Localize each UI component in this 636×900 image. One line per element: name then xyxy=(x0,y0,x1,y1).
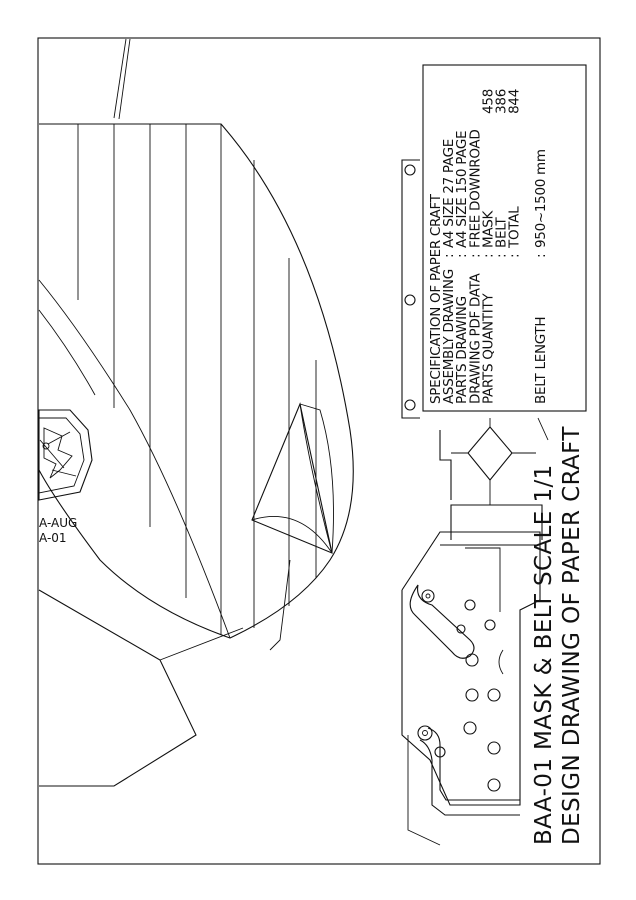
spec-row-label: BELT LENGTH xyxy=(533,317,549,404)
specification-frame xyxy=(422,64,587,412)
spec-row-value: BELT xyxy=(494,216,510,248)
spec-heading: SPECIFICATION OF PAPER CRAFT xyxy=(428,193,444,404)
spec-row-separator: : xyxy=(480,254,496,258)
emblem-code-line-2: A-01 xyxy=(39,531,67,545)
spec-row-label: ASSEMBLY DRAWING xyxy=(441,269,457,404)
emblem-code-line-1: A-AUG xyxy=(39,516,77,530)
mask-beak xyxy=(251,402,334,651)
spec-row-value: A4 SIZE 150 PAGE xyxy=(454,131,470,248)
spec-row-separator: : xyxy=(467,254,483,258)
spec-row-separator: : xyxy=(533,254,549,258)
spec-row-separator: : xyxy=(507,254,523,258)
spec-row-label: PARTS DRAWING xyxy=(454,296,470,404)
spec-row-number: 458 xyxy=(480,89,496,114)
mask-jaw-outline xyxy=(38,589,197,787)
spec-row-label: DRAWING PDF DATA xyxy=(467,272,483,404)
spec-row-number: 386 xyxy=(494,89,510,114)
spec-row-separator: : xyxy=(454,254,470,258)
belt-strap-end xyxy=(407,725,520,846)
mask-striped-dome xyxy=(38,123,354,639)
mask-drawing: A-AUG A-01 xyxy=(38,38,354,787)
specification-panel: SPECIFICATION OF PAPER CRAFT ASSEMBLY DR… xyxy=(422,64,587,412)
belt-drawing xyxy=(401,159,549,846)
belt-plate xyxy=(401,531,541,806)
spec-row-value: FREE DOWNROAD xyxy=(467,130,483,248)
belt-link-arm xyxy=(409,584,475,659)
spec-row-separator: : xyxy=(494,254,510,258)
spec-row-value: TOTAL xyxy=(507,206,523,249)
mask-emblem: A-AUG A-01 xyxy=(38,409,93,545)
title-block: BAA-01 MASK & BELT SCALE 1/1 DESIGN DRAW… xyxy=(531,426,585,845)
spec-row-number: 844 xyxy=(507,89,523,114)
spec-row-separator: : xyxy=(441,254,457,258)
title-line-2: DESIGN DRAWING OF PAPER CRAFT xyxy=(559,426,585,845)
title-line-1: BAA-01 MASK & BELT SCALE 1/1 xyxy=(531,464,557,845)
spec-row-value: MASK xyxy=(480,209,496,248)
spec-row-label: PARTS QUANTITY xyxy=(480,293,496,404)
drawing-frame xyxy=(37,37,601,865)
spec-row-value: 950~1500 mm xyxy=(533,149,549,248)
spec-row-value: A4 SIZE 27 PAGE xyxy=(441,139,457,248)
belt-buckle xyxy=(439,417,549,505)
